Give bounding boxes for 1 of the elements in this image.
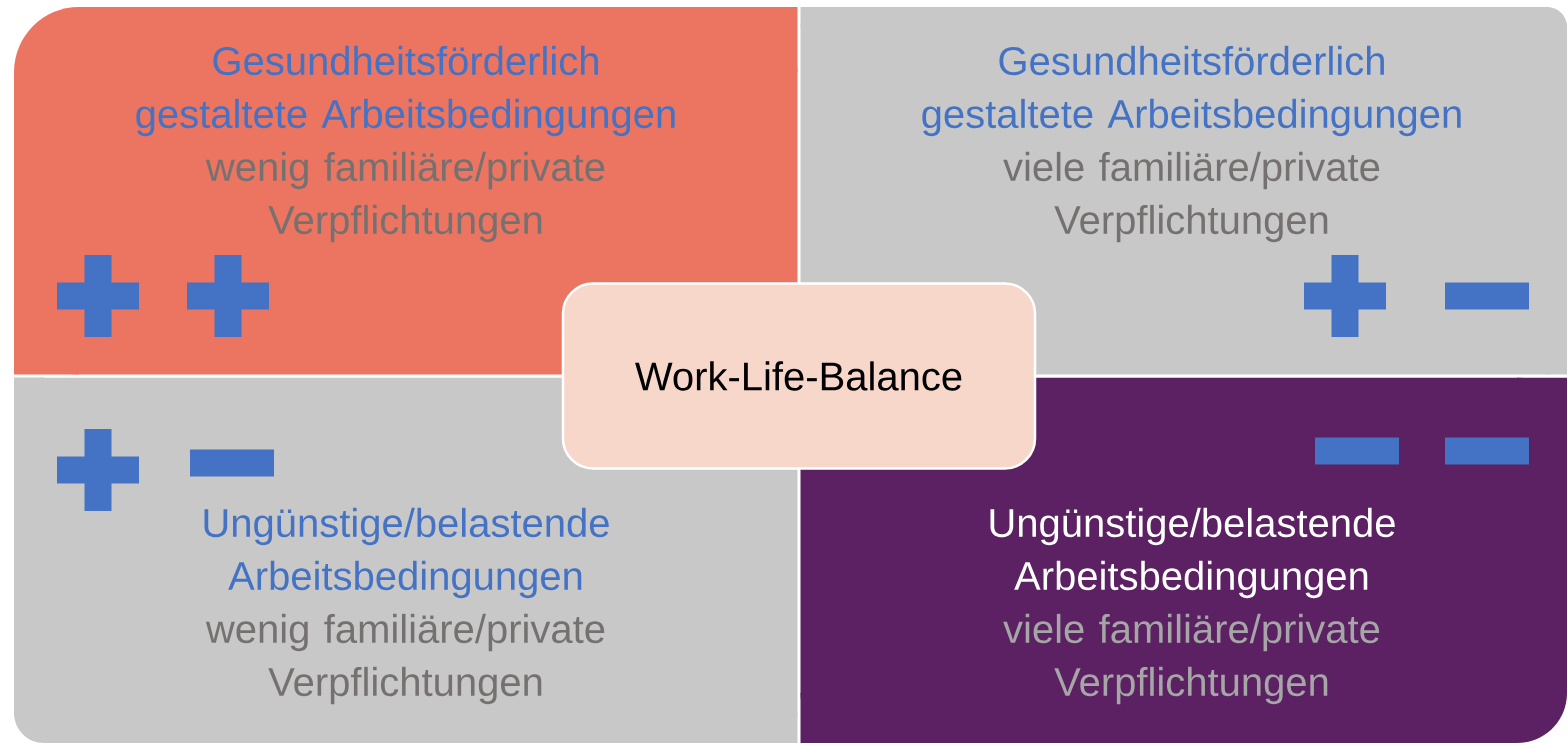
center-box: Work-Life-Balance: [561, 282, 1037, 470]
